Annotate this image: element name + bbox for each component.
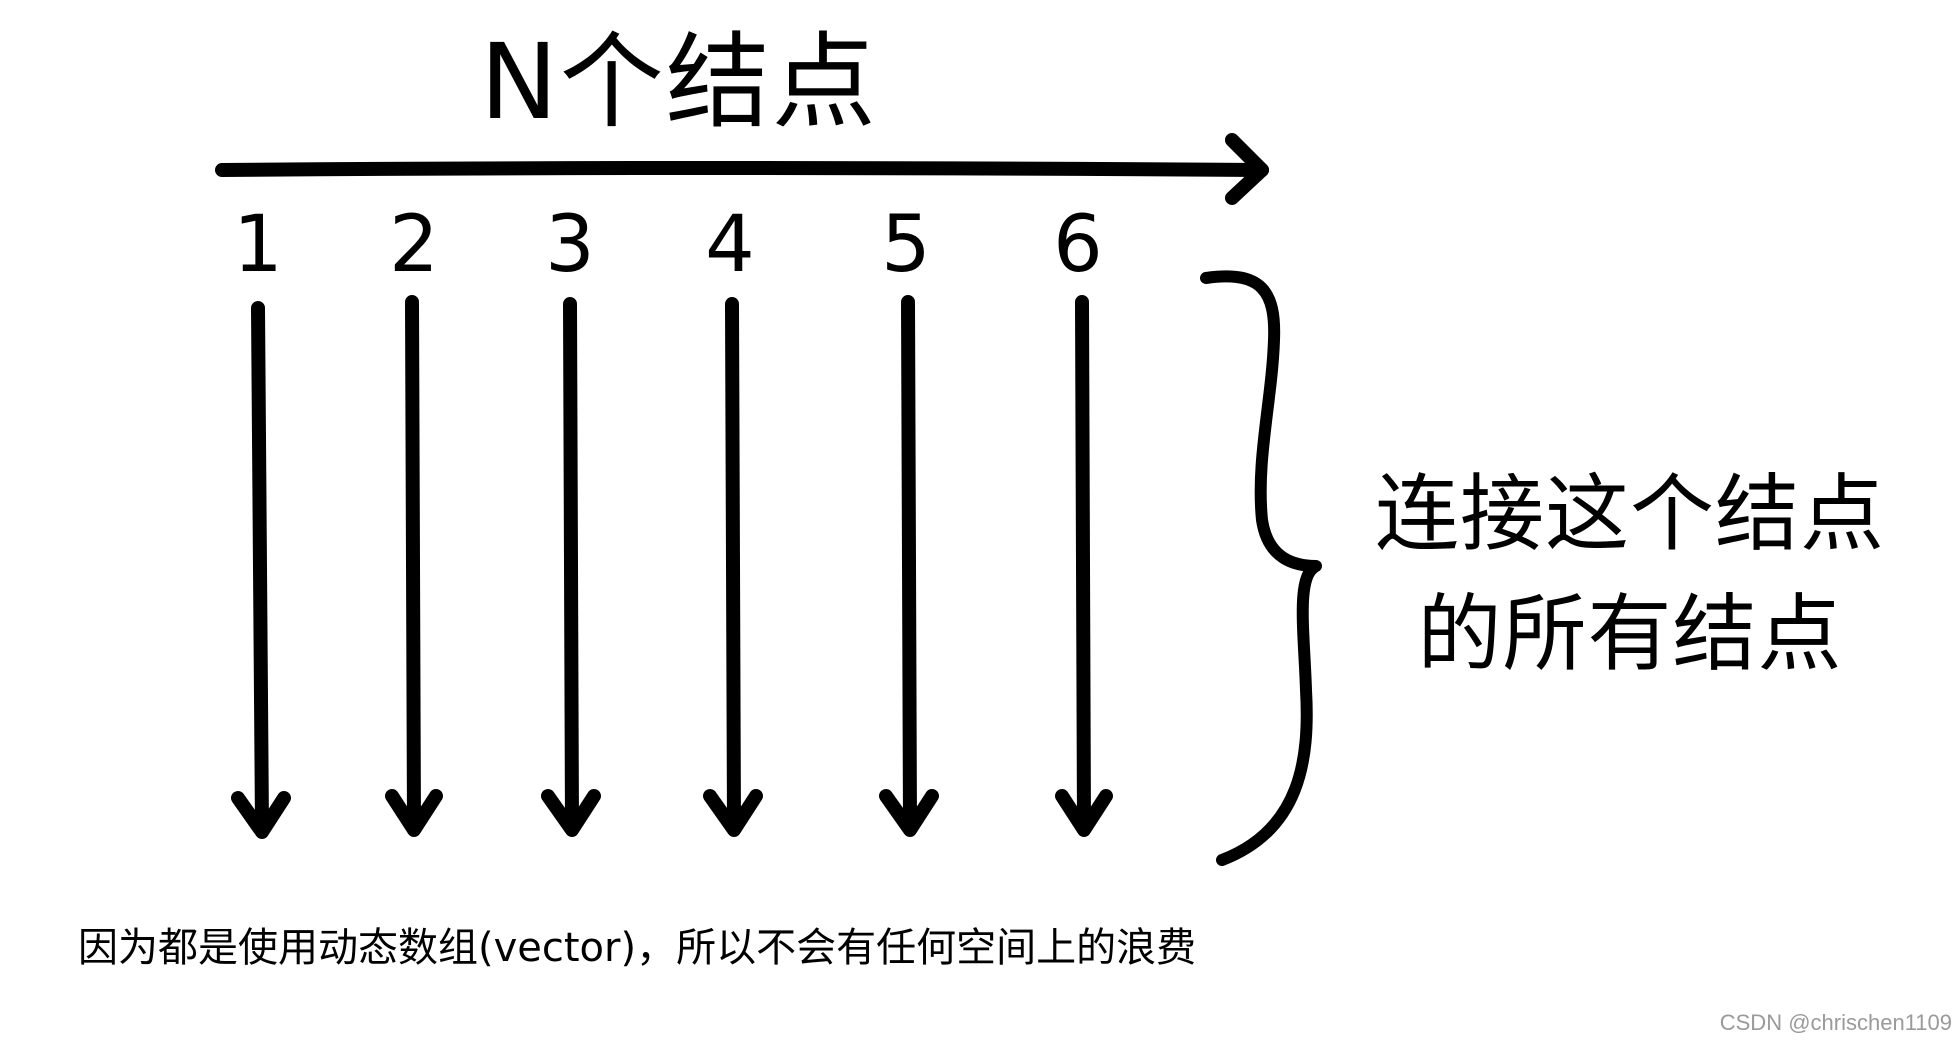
curly-brace	[1200, 270, 1322, 866]
vertical-arrow-5	[879, 295, 939, 837]
node-label-4: 4	[705, 200, 755, 290]
watermark-credit: CSDN @chrischen1109	[1719, 1010, 1952, 1035]
node-label-6: 6	[1053, 200, 1103, 290]
node-label-2: 2	[389, 200, 439, 290]
diagram-title: N个结点	[480, 21, 878, 143]
vertical-arrow-3	[541, 297, 601, 837]
node-label-1: 1	[233, 200, 283, 290]
horizontal-arrow-line	[215, 161, 1269, 177]
node-label-5: 5	[881, 200, 931, 290]
node-label-3: 3	[545, 200, 595, 290]
vertical-arrow-2	[385, 295, 443, 837]
vertical-arrow-6	[1055, 295, 1113, 837]
vertical-arrow-4	[703, 297, 763, 837]
brace-label-line-1: 连接这个结点	[1374, 465, 1885, 563]
vertical-arrow-1	[231, 301, 291, 839]
brace-label-line-2: 的所有结点	[1417, 585, 1843, 683]
horizontal-arrow-head	[1225, 133, 1269, 205]
footnote: 因为都是使用动态数组(vector)，所以不会有任何空间上的浪费	[78, 925, 1197, 971]
